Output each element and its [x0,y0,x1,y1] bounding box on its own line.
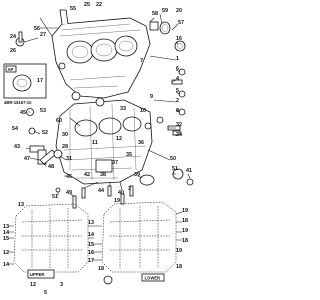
callout-27: 27 [40,32,46,38]
callout-16: 16 [176,36,182,42]
callout-8: 8 [176,108,179,114]
callout-24: 24 [10,34,16,40]
callout-28: 28 [62,144,68,150]
callout-55: 55 [70,6,76,12]
callout-16b: 16 [88,250,94,256]
callout-45: 45 [20,110,26,116]
callout-48: 48 [48,164,54,170]
callout-12b: 12 [30,282,36,288]
callout-18a: 18 [182,218,188,224]
lower-crankcase [55,99,153,185]
callout-34: 34 [176,132,182,138]
callout-40: 40 [118,190,124,196]
inset-detail-box: AP 17 4BR-15167-10 [3,63,47,105]
callout-20: 20 [176,8,182,14]
callout-18c: 18 [176,264,182,270]
callout-12a: 12 [3,250,9,256]
callout-labels: 58 59 20 57 16 1 6 4 5 2 8 32 34 50 51 4… [3,2,192,296]
callout-35: 35 [126,152,132,158]
callout-26: 26 [10,48,16,54]
callout-13a: 13 [3,224,9,230]
callout-25: 25 [84,2,90,8]
callout-36: 36 [138,140,144,146]
callout-54: 54 [12,126,18,132]
callout-14c: 14 [88,232,94,238]
callout-59: 59 [162,8,168,14]
leader-lines [23,13,191,197]
callout-1: 1 [176,56,179,62]
upper-case-outline-view: UPPER [13,203,89,279]
callout-32: 32 [176,122,182,128]
callout-52: 52 [42,130,48,136]
crankcase-exploded-view: AP 17 4BR-15167-10 UPPER LOWER 58 59 20 … [3,2,194,296]
callout-50: 50 [170,156,176,162]
callout-19a: 19 [182,208,188,214]
callout-56: 56 [34,26,40,32]
callout-9: 9 [150,94,153,100]
callout-19c: 19 [176,248,182,254]
inset-callout: 17 [37,78,43,84]
lower-view-label: LOWER [145,276,161,281]
callout-15a: 15 [3,236,9,242]
callout-49: 49 [66,190,72,196]
callout-46: 46 [66,174,72,180]
callout-12: 12 [116,136,122,142]
callout-18d: 18 [98,266,104,272]
upper-view-label: UPPER [30,272,44,277]
callout-47: 47 [24,156,30,162]
callout-53: 53 [40,108,46,114]
callout-5b: 5 [44,290,47,296]
callout-22: 22 [96,2,102,8]
callout-14b: 14 [3,262,9,268]
callout-33: 33 [120,106,126,112]
callout-2: 2 [176,98,179,104]
callout-6: 6 [176,66,179,72]
callout-13c: 13 [18,202,24,208]
callout-51b: 51 [52,194,58,200]
callout-44: 44 [98,188,104,194]
callout-15b: 15 [88,242,94,248]
inset-part-number: 4BR-15167-10 [4,100,32,105]
exploded-parts-diagram: AP 17 4BR-15167-10 UPPER LOWER 58 59 20 … [3,2,194,296]
callout-3: 3 [128,186,131,192]
callout-58: 58 [152,11,158,17]
callout-17b: 17 [88,258,94,264]
callout-4: 4 [176,76,179,82]
callout-11: 11 [92,140,98,146]
callout-37: 37 [112,160,118,166]
lower-case-outline-view: LOWER [8,201,183,285]
callout-30: 30 [62,132,68,138]
inset-tag: AP [8,67,14,72]
callout-7: 7 [140,58,143,64]
callout-43: 43 [14,144,20,150]
callout-18b: 18 [182,238,188,244]
callout-10: 10 [140,108,146,114]
callout-39: 39 [134,172,140,178]
callout-14a: 14 [3,230,9,236]
callout-41: 41 [186,168,192,174]
callout-3b: 3 [60,282,63,288]
callout-31: 31 [66,156,72,162]
callout-38: 38 [100,172,106,178]
callout-19b: 19 [182,228,188,234]
callout-19d: 19 [114,198,120,204]
callout-42: 42 [84,172,90,178]
callout-13b: 13 [88,220,94,226]
callout-51: 51 [172,166,178,172]
callout-57: 57 [178,20,184,26]
callout-60: 60 [56,118,62,124]
callout-5: 5 [176,88,179,94]
upper-crankcase [51,9,151,99]
